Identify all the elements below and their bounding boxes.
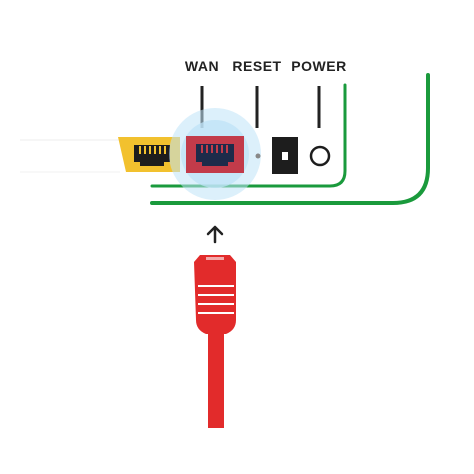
arrow-up-icon	[206, 225, 224, 244]
ethernet-cable[interactable]	[194, 255, 236, 428]
wan-port[interactable]	[186, 136, 244, 173]
power-jack	[272, 137, 298, 174]
wan-port-jack-icon	[196, 144, 234, 166]
lan-port	[118, 137, 180, 172]
power-label: POWER	[291, 58, 346, 74]
router-outline-outer	[150, 73, 430, 205]
cable-wire	[208, 320, 224, 428]
faint-guide-lines	[20, 139, 120, 173]
reset-button-icon[interactable]	[255, 153, 261, 159]
router-outline-inner	[150, 83, 347, 188]
power-button-icon[interactable]	[309, 145, 331, 167]
cable-boot-ridges	[198, 285, 234, 314]
wan-label: WAN	[185, 58, 219, 74]
reset-label: RESET	[232, 58, 281, 74]
